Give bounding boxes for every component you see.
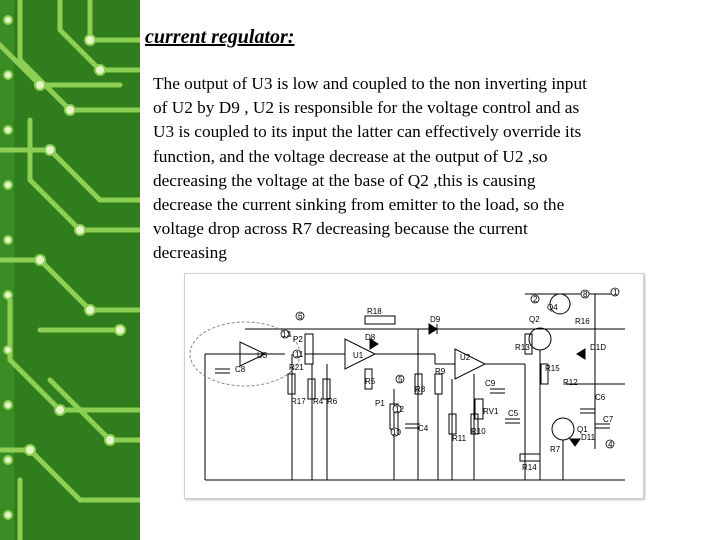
svg-text:R6: R6 [327,397,338,406]
svg-text:C5: C5 [508,409,519,418]
svg-text:R11: R11 [452,434,467,443]
svg-text:U1: U1 [353,351,364,360]
svg-text:C9: C9 [485,379,496,388]
svg-text:R8: R8 [415,385,426,394]
svg-text:Q2: Q2 [529,315,540,324]
svg-text:D11: D11 [581,433,596,442]
svg-text:Q4: Q4 [547,303,558,312]
svg-text:R18: R18 [367,307,382,316]
svg-text:R17: R17 [291,397,306,406]
svg-text:10: 10 [392,428,401,437]
svg-text:C7: C7 [603,415,614,424]
svg-text:12: 12 [395,405,404,414]
svg-text:R21: R21 [289,363,304,372]
svg-text:D8: D8 [365,333,376,342]
svg-text:8: 8 [583,290,588,299]
svg-text:13: 13 [282,330,291,339]
svg-text:D9: D9 [430,315,441,324]
svg-text:U2: U2 [460,353,471,362]
svg-text:D1D: D1D [590,343,606,352]
svg-text:R16: R16 [575,317,590,326]
svg-text:1: 1 [613,288,618,297]
svg-text:R15: R15 [545,364,560,373]
svg-text:C4: C4 [418,424,429,433]
svg-text:2: 2 [533,295,538,304]
svg-text:R10: R10 [471,427,486,436]
svg-text:C8: C8 [235,365,246,374]
svg-text:R4: R4 [313,397,324,406]
svg-text:6: 6 [298,312,303,321]
svg-text:R13: R13 [515,343,530,352]
svg-text:Q1: Q1 [577,425,588,434]
svg-text:R12: R12 [563,378,578,387]
svg-text:11: 11 [295,350,304,359]
svg-text:R9: R9 [435,367,446,376]
svg-text:R14: R14 [522,463,537,472]
svg-text:5: 5 [398,375,403,384]
svg-text:P1: P1 [375,399,385,408]
svg-text:C6: C6 [595,393,606,402]
svg-text:R7: R7 [550,445,561,454]
svg-text:R5: R5 [365,377,376,386]
svg-text:P2: P2 [293,335,303,344]
svg-text:RV1: RV1 [483,407,499,416]
slide-title: current regulator: [145,26,295,48]
circuit-board-decoration [0,0,140,540]
svg-text:4: 4 [608,440,613,449]
slide-body-text: The output of U3 is low and coupled to t… [153,74,587,263]
svg-text:U3: U3 [257,351,268,360]
